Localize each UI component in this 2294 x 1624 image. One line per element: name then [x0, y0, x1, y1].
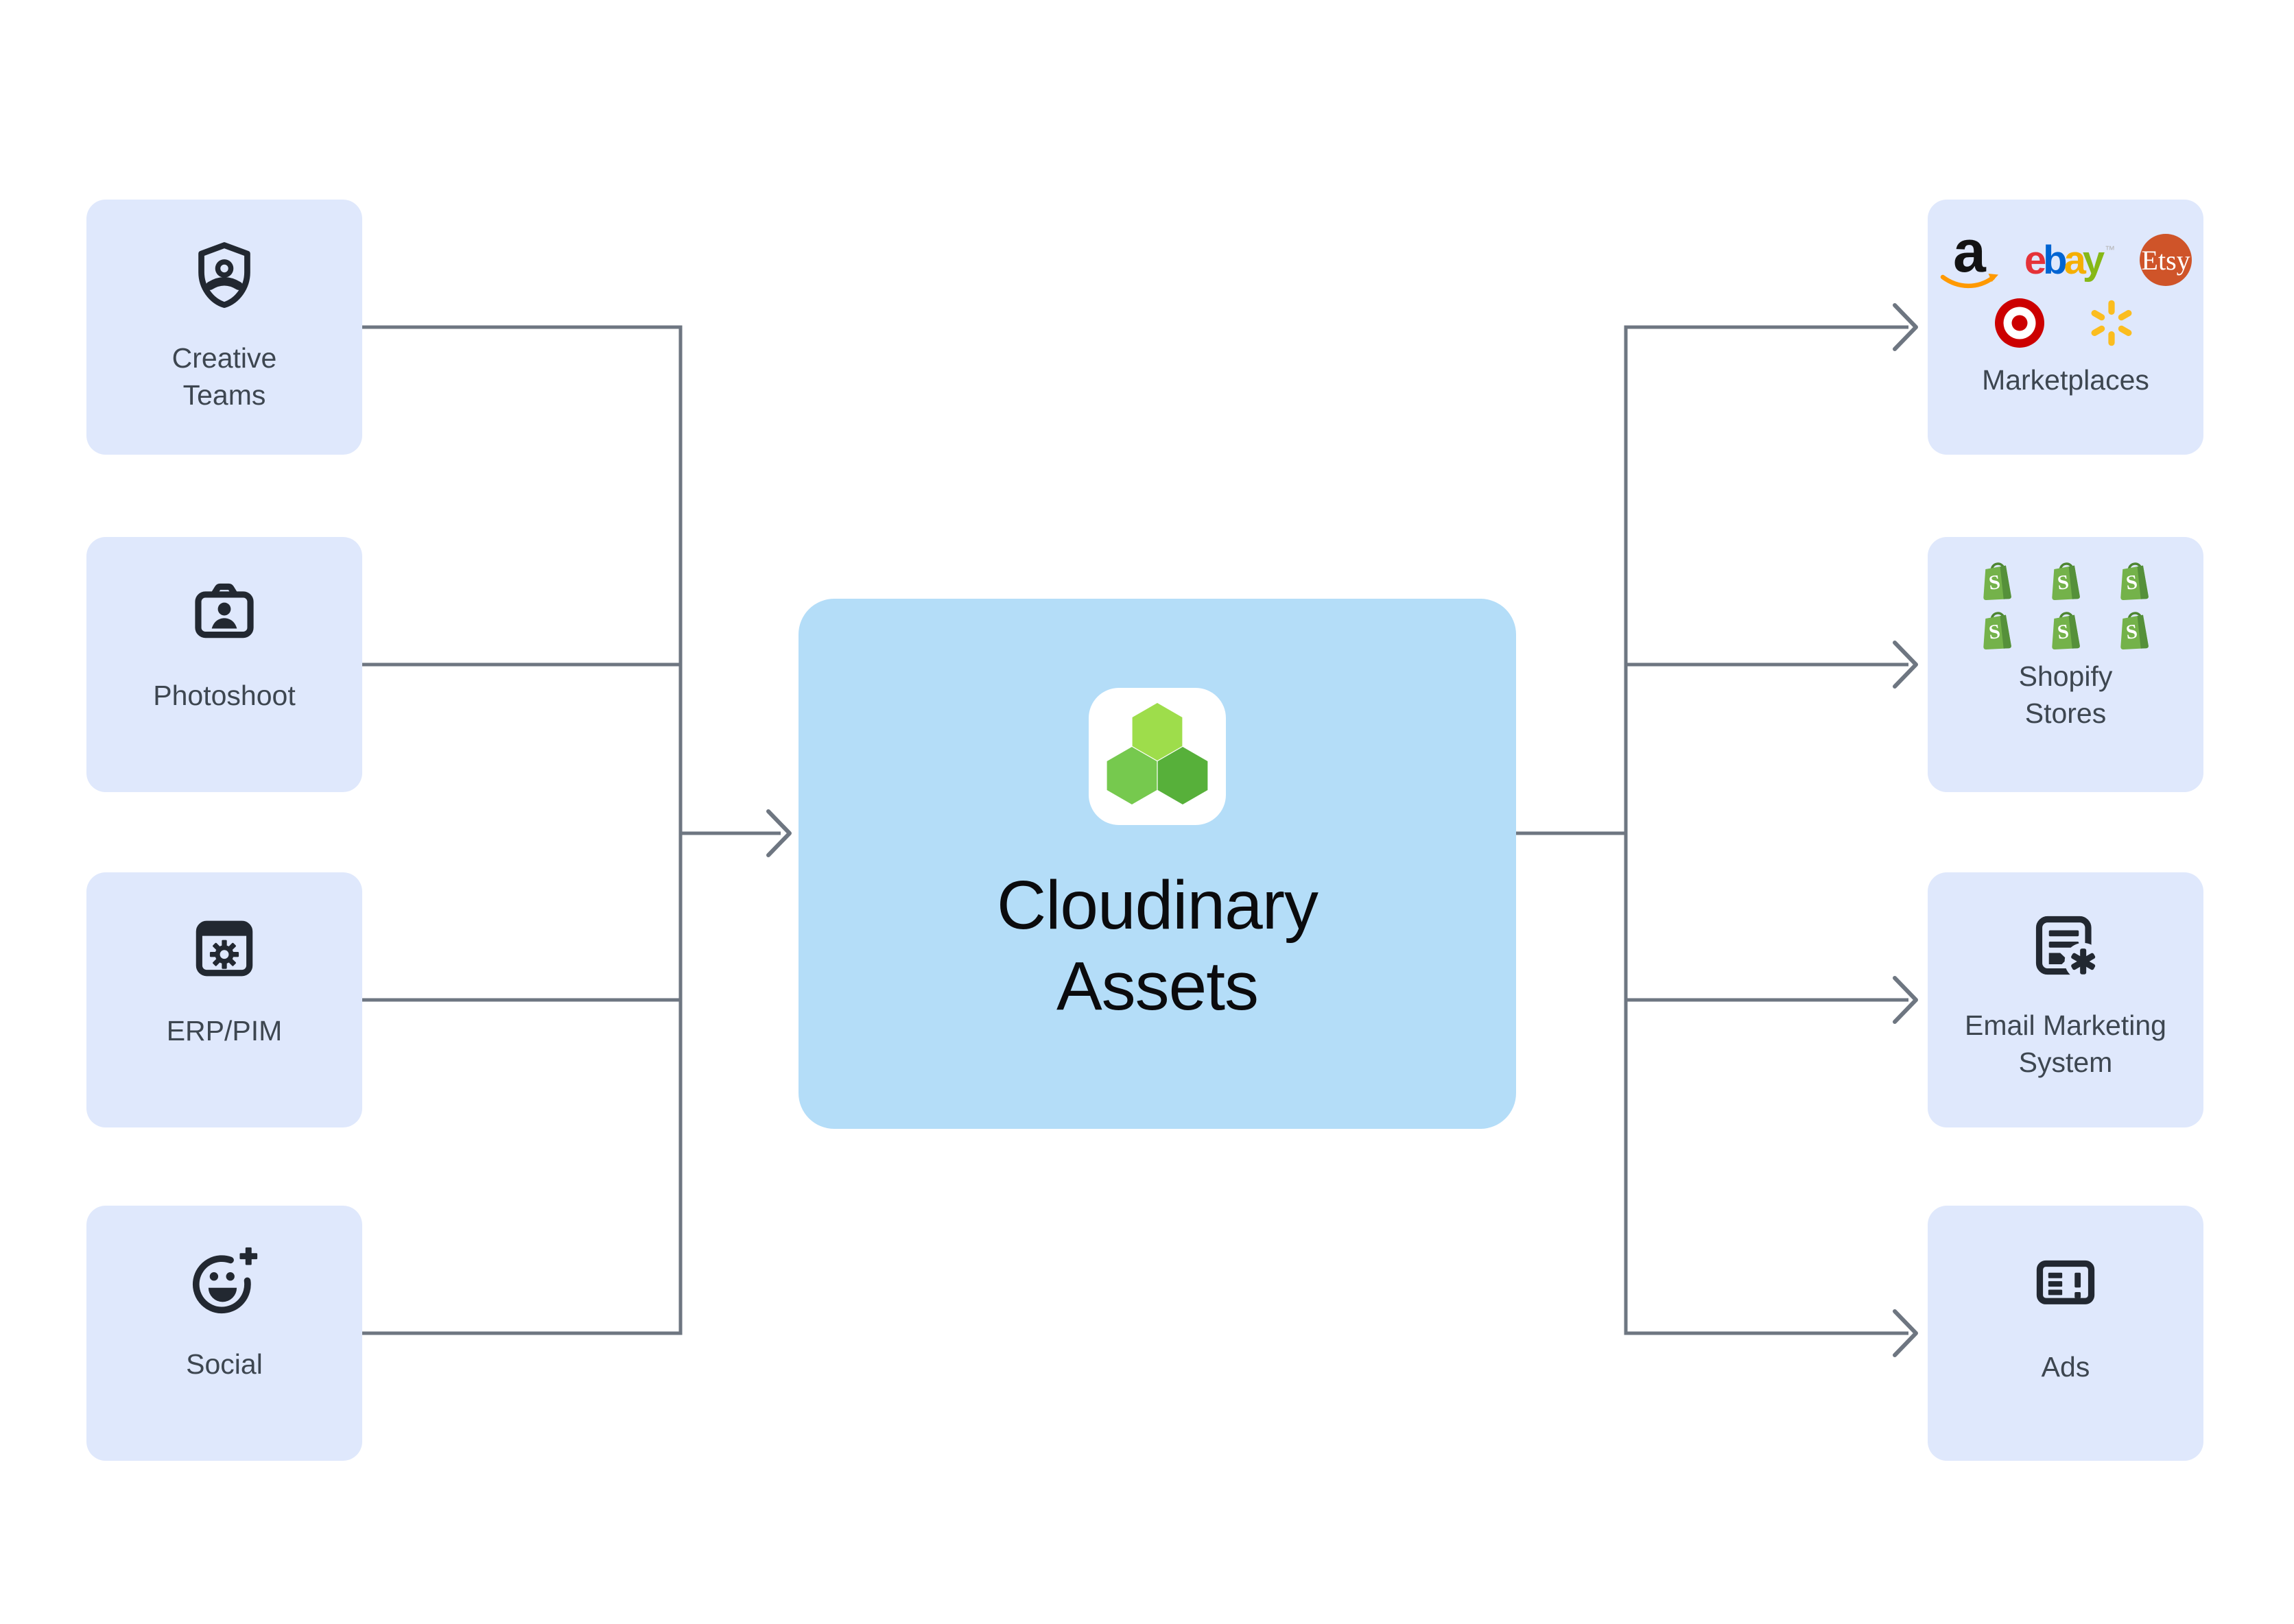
marketplace-logos-row1: a e b a y ™ Etsy — [1939, 219, 2192, 290]
node-label: Creative Teams — [172, 342, 277, 411]
arrowhead-marketplaces — [1893, 303, 1918, 351]
amazon-logo: a — [1939, 219, 2000, 290]
ad-banner-icon — [2036, 1260, 2095, 1304]
ebay-logo: e b a y ™ — [2024, 237, 2115, 283]
node-label: Photoshoot — [153, 680, 296, 711]
svg-text:S: S — [2056, 571, 2070, 595]
svg-text:S: S — [2125, 571, 2138, 595]
ebay-letter-a: a — [2064, 237, 2086, 283]
source-node-social: Social — [86, 1206, 362, 1461]
etsy-logo: Etsy — [2140, 234, 2192, 286]
node-label: Ads — [2041, 1351, 2090, 1383]
node-label: Marketplaces — [1982, 364, 2149, 396]
node-label: Social — [186, 1348, 263, 1380]
walmart-logo — [2091, 300, 2132, 346]
amazon-letter: a — [1952, 219, 1986, 285]
shopify-bag-grid: S S S — [1978, 558, 2153, 649]
camera-portrait-icon — [195, 583, 254, 638]
shopify-bag-logo: S — [1983, 612, 2011, 649]
destination-lines — [1626, 325, 1908, 1335]
app-window-gear-icon — [196, 920, 253, 977]
cloudinary-logo — [1107, 703, 1208, 804]
arrowhead-email — [1893, 976, 1918, 1024]
center-output-line — [1516, 325, 1628, 1335]
ebay-letter-b: b — [2043, 237, 2068, 283]
cloudinary-logo-tile — [1089, 688, 1226, 825]
ebay-trademark: ™ — [2105, 243, 2116, 256]
shopify-bag-logo: S — [2120, 612, 2149, 649]
svg-text:S: S — [1987, 621, 2001, 644]
ebay-letter-e: e — [2024, 237, 2046, 283]
shield-person-icon — [198, 242, 250, 308]
destination-node-ads: Ads — [1928, 1206, 2203, 1461]
node-label: ERP/PIM — [166, 1015, 283, 1047]
shopify-bag-logo: S — [2120, 562, 2149, 600]
destination-node-shopify-stores: S S S — [1928, 537, 2203, 792]
svg-text:S: S — [2056, 621, 2070, 644]
arrowhead-center — [766, 809, 792, 857]
source-node-photoshoot: Photoshoot — [86, 537, 362, 792]
etsy-text: Etsy — [2141, 244, 2190, 276]
source-merge-lines — [362, 325, 683, 1335]
shopify-bag-logo: S — [2052, 612, 2080, 649]
target-logo — [1995, 298, 2044, 348]
add-reaction-icon — [192, 1247, 258, 1314]
shopify-bag-logo: S — [2052, 562, 2080, 600]
destination-node-marketplaces: a e b a y ™ Etsy — [1928, 200, 2203, 455]
document-asterisk-icon — [2035, 916, 2102, 980]
arrowhead-ads — [1893, 1309, 1918, 1357]
node-label: Shopify Stores — [2018, 660, 2113, 730]
source-node-erp-pim: ERP/PIM — [86, 872, 362, 1127]
amazon-swoosh-icon — [1940, 273, 1998, 288]
marketplace-logos-row2 — [1994, 297, 2137, 349]
svg-text:S: S — [2125, 621, 2138, 644]
arrowhead-shopify — [1893, 641, 1918, 689]
center-title: Cloudinary Assets — [996, 867, 1319, 1025]
node-label: Email Marketing System — [1965, 1010, 2166, 1079]
svg-text:S: S — [1987, 571, 2001, 595]
ebay-letter-y: y — [2082, 237, 2105, 283]
source-node-creative-teams: Creative Teams — [86, 200, 362, 455]
shopify-bag-logo: S — [1983, 562, 2011, 600]
destination-node-email-marketing: Email Marketing System — [1928, 872, 2203, 1127]
center-node-cloudinary-assets: Cloudinary Assets — [799, 599, 1516, 1129]
